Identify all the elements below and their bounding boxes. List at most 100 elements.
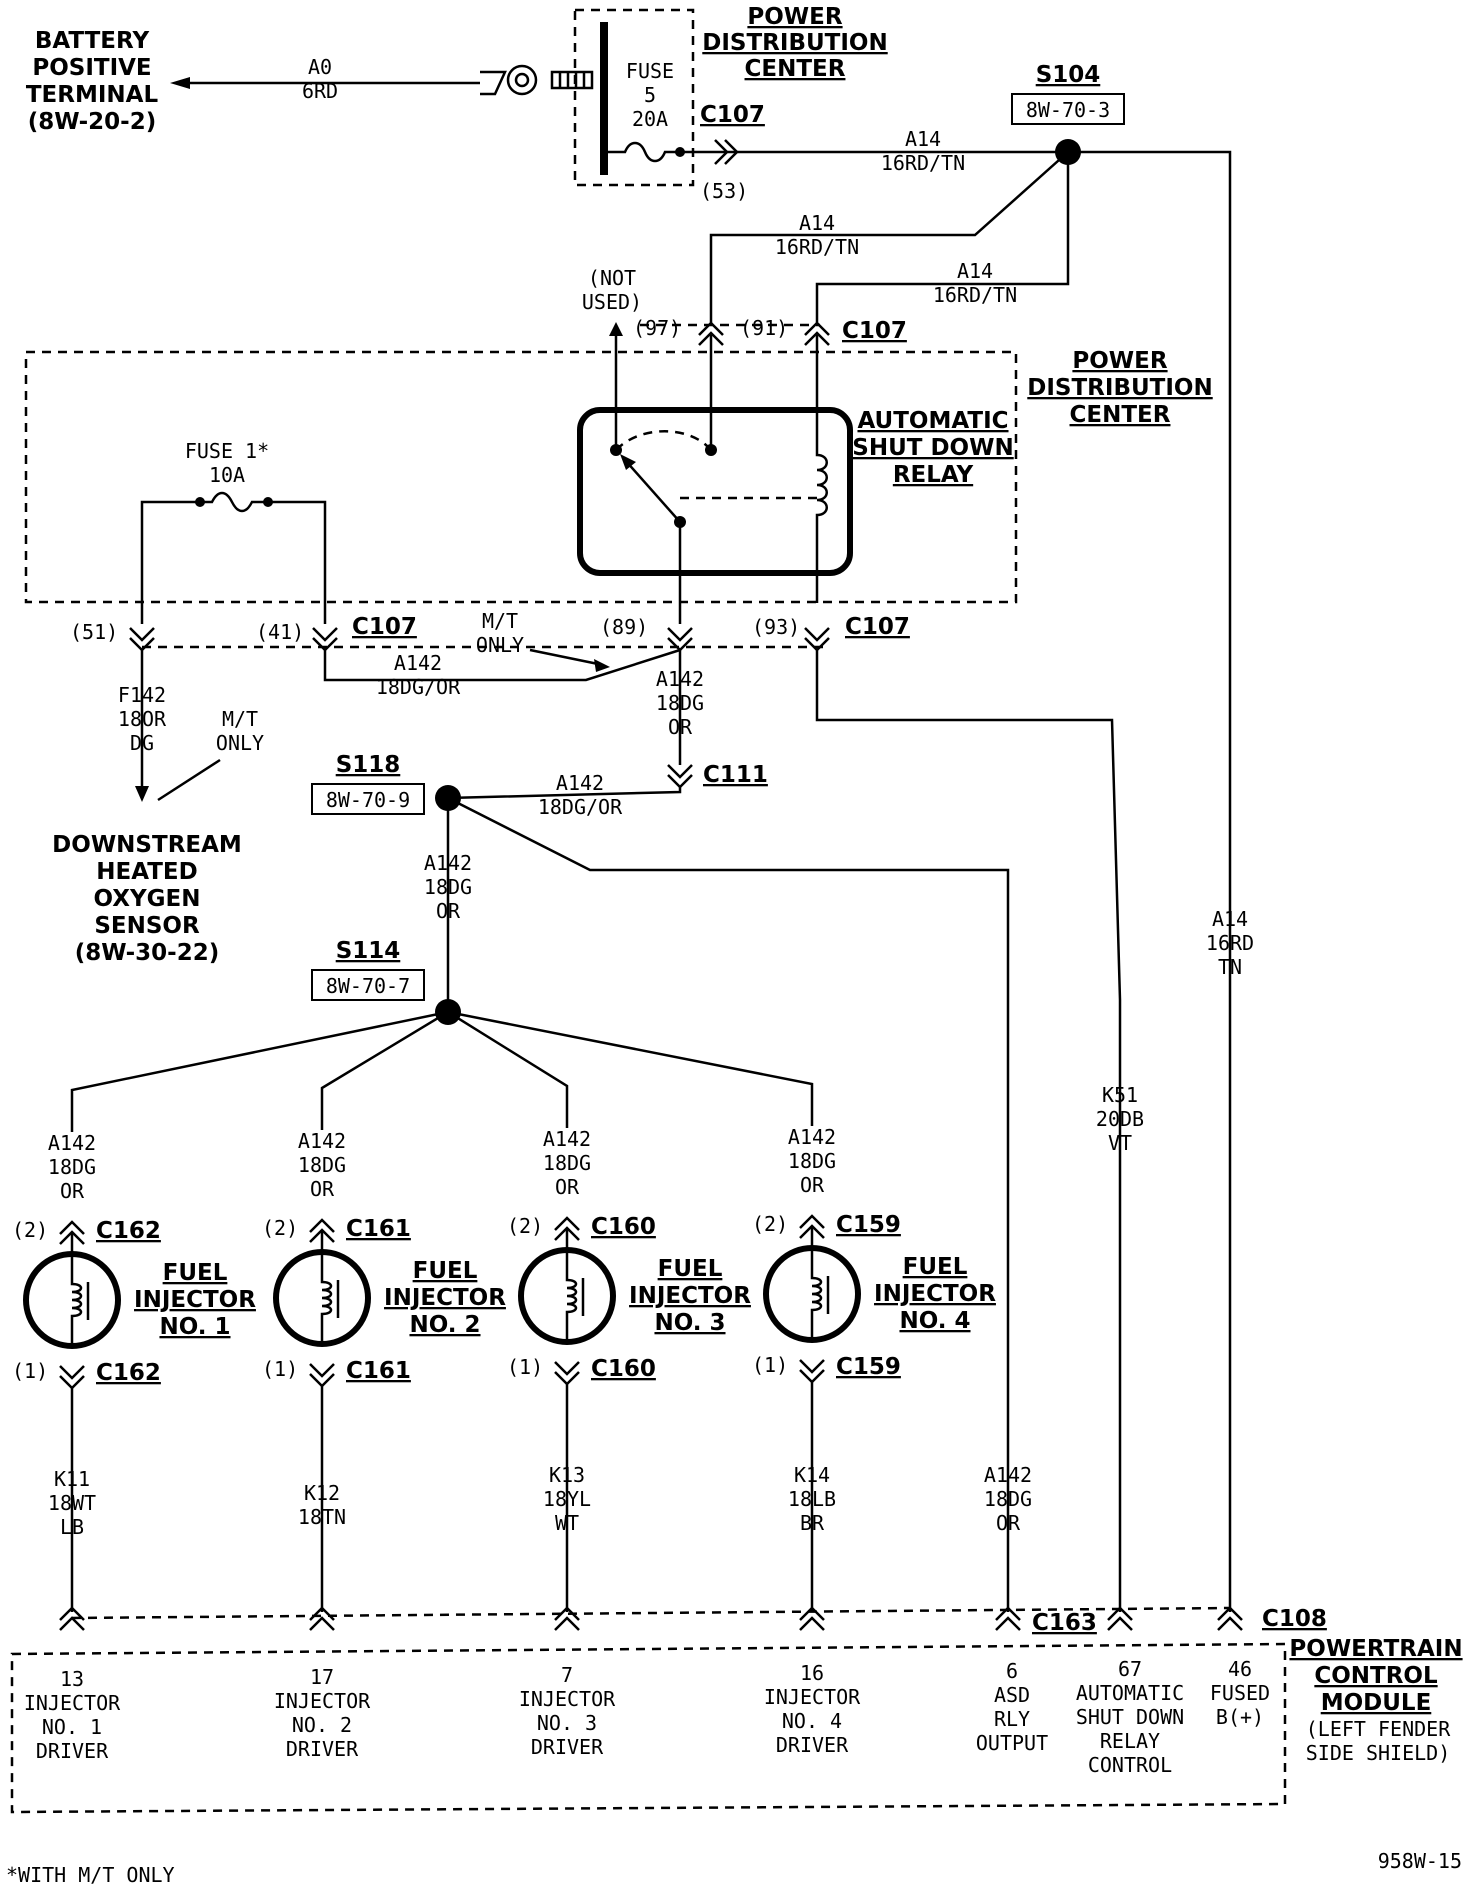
relay-switch-arrow-icon (620, 454, 636, 470)
svg-text:INJECTOR: INJECTOR (874, 1281, 996, 1307)
relay-label: AUTOMATIC SHUT DOWN RELAY (852, 408, 1013, 488)
wire-a142-center-label: A142 18DG OR (656, 667, 704, 739)
connector-chevron-icon (804, 321, 830, 346)
connector-c107-top: C107 (700, 102, 765, 128)
svg-text:18DG: 18DG (788, 1149, 836, 1173)
wire-a142-left (323, 648, 681, 682)
svg-text:C160: C160 (591, 1356, 656, 1382)
svg-text:FUEL: FUEL (903, 1254, 968, 1280)
svg-text:DISTRIBUTION: DISTRIBUTION (702, 30, 887, 56)
relay-contact-arc (615, 430, 712, 451)
svg-text:INJECTOR: INJECTOR (274, 1689, 371, 1713)
svg-text:18DG: 18DG (424, 875, 472, 899)
mt-only-pointer (157, 758, 221, 802)
svg-text:18DG: 18DG (656, 691, 704, 715)
arrow-icon (594, 659, 610, 672)
svg-text:NO. 2: NO. 2 (292, 1713, 352, 1737)
svg-text:CONTROL: CONTROL (1314, 1663, 1438, 1689)
svg-text:K13: K13 (549, 1463, 585, 1487)
arrow-down-icon (135, 786, 149, 802)
svg-text:POWERTRAIN: POWERTRAIN (1289, 1636, 1462, 1662)
wire-s114-inj4 (447, 1010, 814, 1126)
svg-text:POWER: POWER (747, 4, 842, 30)
svg-text:USED): USED) (582, 290, 642, 314)
svg-text:(8W-20-2): (8W-20-2) (28, 109, 156, 135)
connector-c163: C163 (1032, 1610, 1097, 1636)
svg-text:RLY: RLY (994, 1707, 1030, 1731)
svg-text:6: 6 (1006, 1659, 1018, 1683)
svg-text:CENTER: CENTER (1070, 402, 1171, 428)
svg-text:18DG: 18DG (984, 1487, 1032, 1511)
wire-s114-inj2 (320, 1010, 449, 1130)
svg-text:(1): (1) (262, 1357, 298, 1381)
svg-text:A0: A0 (308, 55, 332, 79)
svg-text:DRIVER: DRIVER (531, 1735, 604, 1759)
svg-text:20DB: 20DB (1096, 1107, 1144, 1131)
splice-s114-name: S114 (336, 938, 401, 964)
pcm-pin-46: 46 FUSED B(+) (1210, 1657, 1270, 1729)
splice-s118-name: S118 (336, 752, 401, 778)
pdc-mid-label: POWER DISTRIBUTION CENTER (1027, 348, 1212, 428)
pcm-pin-13: 13 INJECTOR NO. 1 DRIVER (24, 1667, 121, 1763)
svg-text:(1): (1) (507, 1355, 543, 1379)
svg-text:A142: A142 (298, 1129, 346, 1153)
wire-a142-c111 (447, 787, 682, 800)
svg-text:INJECTOR: INJECTOR (629, 1283, 751, 1309)
pin-97: (97) (633, 316, 681, 340)
svg-text:18DG: 18DG (543, 1151, 591, 1175)
svg-text:5: 5 (644, 83, 656, 107)
connector-c108: C108 (1262, 1606, 1327, 1632)
svg-text:FUEL: FUEL (413, 1258, 478, 1284)
svg-text:(LEFT FENDER: (LEFT FENDER (1306, 1717, 1451, 1741)
wire-a142-inj2-label: A142 18DG OR (298, 1129, 346, 1201)
svg-text:INJECTOR: INJECTOR (24, 1691, 121, 1715)
pdc-top-label: POWER DISTRIBUTION CENTER (702, 4, 887, 82)
svg-text:18DG: 18DG (298, 1153, 346, 1177)
svg-text:A142: A142 (556, 771, 604, 795)
svg-text:ONLY: ONLY (476, 633, 524, 657)
pdc-mid-box (24, 350, 1018, 604)
svg-text:A142: A142 (984, 1463, 1032, 1487)
pin-93: (93) (752, 615, 800, 639)
wire-a142-pcm-label: A142 18DG OR (984, 1463, 1032, 1535)
fuel-injector-1: (2) C162 FUEL INJECTOR NO. 1 (1) C162 (12, 1218, 256, 1390)
svg-text:16RD/TN: 16RD/TN (881, 151, 965, 175)
svg-text:OXYGEN: OXYGEN (94, 886, 201, 912)
svg-text:20A: 20A (632, 107, 668, 131)
svg-text:M/T: M/T (222, 707, 258, 731)
svg-text:NO. 3: NO. 3 (654, 1310, 725, 1336)
figure-id: 958W-15 (1378, 1849, 1462, 1873)
svg-text:NO. 4: NO. 4 (782, 1709, 842, 1733)
splice-s118-ref-box (311, 783, 425, 815)
splice-s104-name: S104 (1036, 62, 1101, 88)
pcm-box (10, 1642, 1287, 1814)
connector-chevron-icon (667, 764, 693, 789)
svg-text:(2): (2) (12, 1218, 48, 1242)
fuse5-label: FUSE 5 20A (626, 59, 674, 131)
wire-fuse1-right (268, 500, 327, 624)
svg-text:C162: C162 (96, 1218, 161, 1244)
svg-text:POWER: POWER (1072, 348, 1167, 374)
arrow-up-icon (609, 322, 623, 336)
svg-text:ONLY: ONLY (216, 731, 264, 755)
svg-text:NO. 1: NO. 1 (159, 1314, 230, 1340)
svg-text:(8W-30-22): (8W-30-22) (75, 940, 219, 966)
fuse1-label: FUSE 1* 10A (185, 439, 269, 487)
svg-text:6RD: 6RD (302, 79, 338, 103)
wire-a14-branch2 (815, 152, 1070, 325)
wire-a142-inj4-label: A142 18DG OR (788, 1125, 836, 1197)
svg-text:SHUT DOWN: SHUT DOWN (852, 435, 1013, 461)
connector-chevron-icon (698, 321, 724, 346)
splice-s104-ref-box (1011, 93, 1125, 125)
wire-a142-inj1-label: A142 18DG OR (48, 1131, 96, 1203)
svg-text:18LB: 18LB (788, 1487, 836, 1511)
svg-text:18DG: 18DG (48, 1155, 96, 1179)
connector-c111: C111 (703, 762, 768, 788)
svg-text:10A: 10A (209, 463, 245, 487)
svg-text:A142: A142 (424, 851, 472, 875)
svg-text:K51: K51 (1102, 1083, 1138, 1107)
svg-text:DRIVER: DRIVER (286, 1737, 359, 1761)
svg-text:18DG/OR: 18DG/OR (376, 675, 461, 699)
svg-text:K14: K14 (794, 1463, 830, 1487)
pdc-top-box (573, 8, 695, 187)
